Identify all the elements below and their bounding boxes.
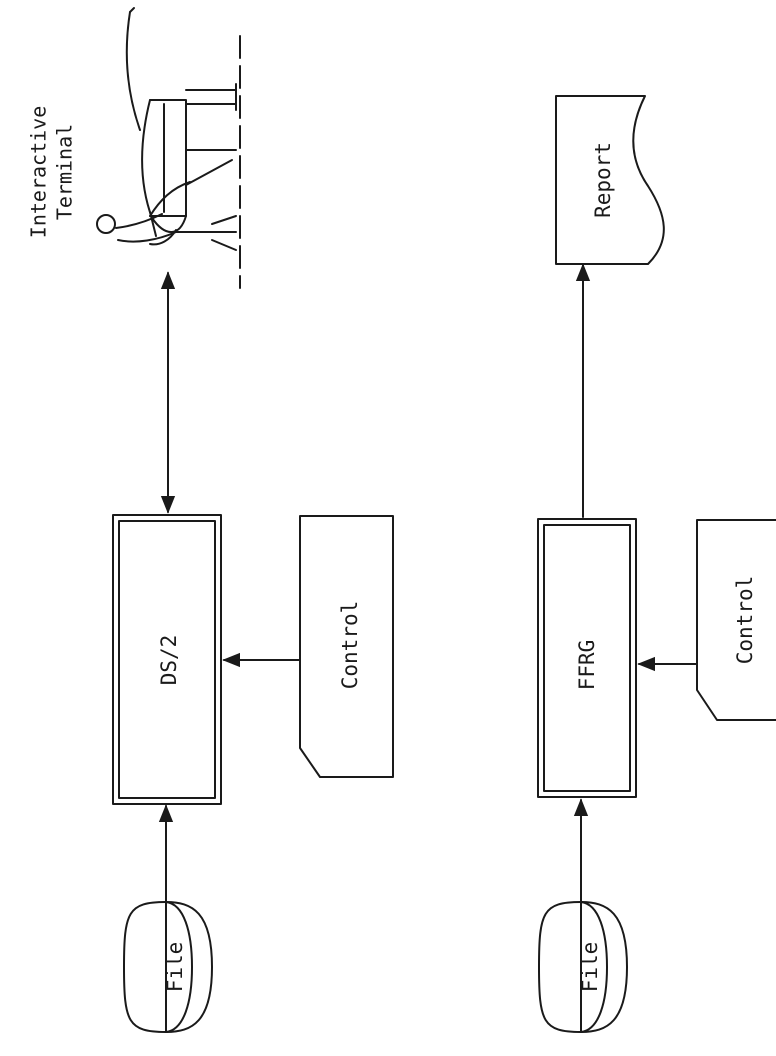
bottom-control-label: Control — [733, 576, 757, 665]
bottom-file-label: File — [578, 942, 602, 993]
top-file-disk-icon: File — [124, 902, 212, 1032]
bottom-process-box: FFRG — [538, 519, 636, 797]
bottom-file-disk-icon: File — [539, 902, 627, 1032]
report-document-icon: Report — [556, 96, 664, 264]
bottom-flow: File FFRG Control Report — [538, 96, 776, 1032]
interactive-terminal-icon: Interactive Terminal — [27, 8, 241, 288]
terminal-label-line2: Terminal — [53, 124, 77, 220]
top-flow: File DS/2 Control — [27, 8, 394, 1032]
top-control-label: Control — [338, 601, 362, 690]
report-label: Report — [591, 142, 615, 218]
terminal-label-line1: Interactive — [27, 106, 51, 238]
top-file-label: File — [163, 942, 187, 993]
top-process-box: DS/2 — [113, 515, 221, 804]
bottom-process-label: FFRG — [575, 640, 599, 691]
bottom-control-card-icon: Control — [697, 520, 776, 720]
top-process-label: DS/2 — [157, 635, 181, 686]
top-control-card-icon: Control — [300, 516, 393, 777]
